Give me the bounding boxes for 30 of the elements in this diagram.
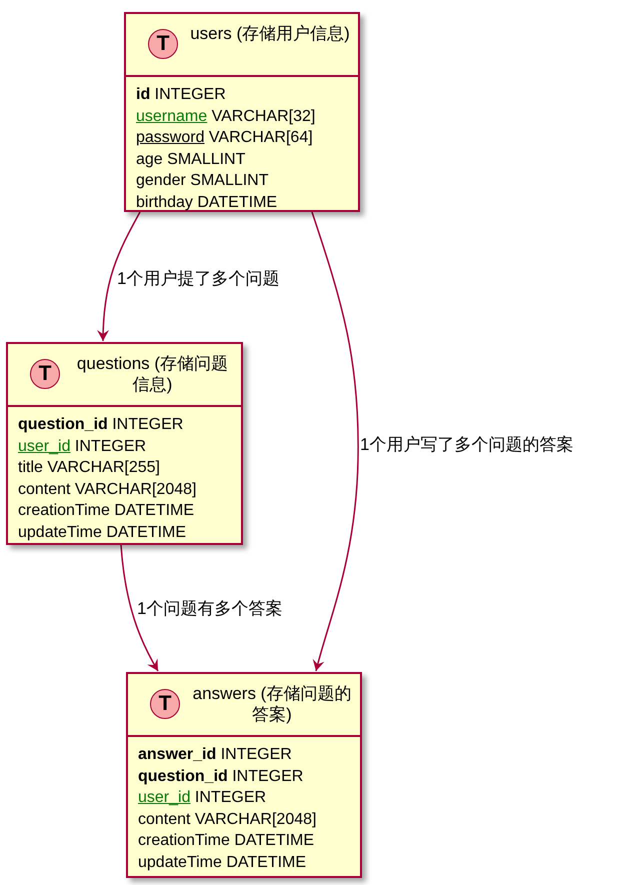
entity-table (6, 342, 243, 545)
column-definition: user_id INTEGER (138, 788, 266, 808)
column-definition: creationTime DATETIME (138, 831, 314, 851)
column-definition: answer_id INTEGER (138, 745, 292, 765)
column-definition: content VARCHAR[2048] (18, 480, 196, 500)
column-definition: updateTime DATETIME (138, 852, 306, 872)
entity-type-marker: T (148, 29, 178, 59)
relationship-arrow (97, 212, 141, 342)
table-title: users (存储用户信息) (189, 23, 351, 44)
column-definition: question_id INTEGER (18, 415, 184, 435)
column-definition: gender SMALLINT (136, 171, 269, 191)
entity-type-marker: T (30, 359, 60, 389)
column-definition: password VARCHAR[64] (136, 128, 313, 148)
entity-table (124, 12, 360, 212)
relationship-arrow (311, 212, 359, 672)
column-definition: id INTEGER (136, 85, 226, 105)
table-title: questions (存储问题信息) (76, 353, 230, 395)
table-title: answers (存储问题的答案) (192, 683, 352, 725)
entity-table (126, 672, 362, 878)
column-definition: question_id INTEGER (138, 766, 304, 786)
column-definition: birthday DATETIME (136, 192, 278, 212)
column-definition: updateTime DATETIME (18, 522, 186, 542)
column-definition: age SMALLINT (136, 150, 246, 170)
entity-type-marker: T (150, 689, 180, 719)
relationship-arrow (120, 544, 159, 672)
column-definition: username VARCHAR[32] (136, 106, 316, 126)
column-definition: creationTime DATETIME (18, 501, 194, 521)
column-definition: title VARCHAR[255] (18, 458, 160, 478)
column-definition: content VARCHAR[2048] (138, 810, 316, 830)
column-definition: user_id INTEGER (18, 436, 146, 456)
